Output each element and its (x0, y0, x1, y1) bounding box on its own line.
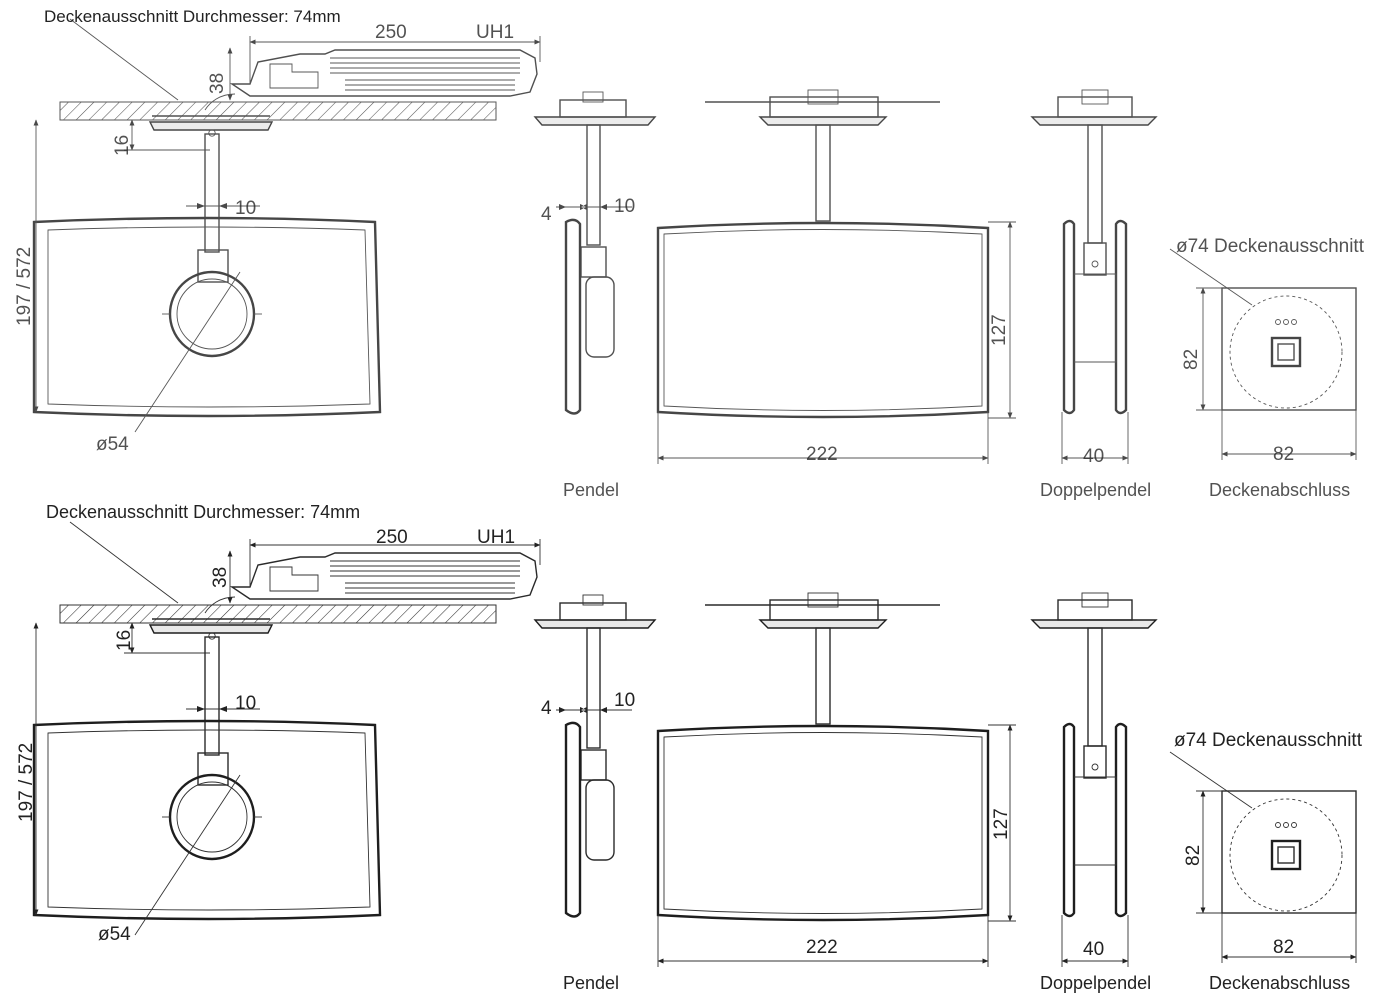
dim-10-side: 10 (614, 690, 635, 711)
cutout-dia-label: ø74 Deckenausschnitt (1174, 730, 1363, 751)
dim-dia-54: ø54 (98, 924, 131, 945)
caption-pendel: Pendel (563, 973, 619, 993)
drawing-set-top-graphics (34, 19, 1356, 464)
dim-82-vertical: 82 (1183, 845, 1204, 866)
dim-40: 40 (1083, 939, 1104, 960)
dim-82-horizontal: 82 (1273, 937, 1294, 958)
dim-height-range: 197 / 572 (14, 247, 35, 326)
caption-doppelpendel: Doppelpendel (1040, 973, 1151, 993)
dim-250: 250 (376, 527, 408, 548)
drawing-set-top: Deckenausschnitt Durchmesser: 74mm 250 U… (14, 7, 1365, 500)
dim-10-front: 10 (235, 198, 256, 219)
dim-222: 222 (806, 444, 838, 465)
dim-16: 16 (112, 135, 133, 156)
caption-deckenabschluss: Deckenabschluss (1209, 480, 1350, 500)
caption-deckenabschluss: Deckenabschluss (1209, 973, 1350, 993)
cutout-dia-label: ø74 Deckenausschnitt (1176, 236, 1365, 257)
cutout-label: Deckenausschnitt Durchmesser: 74mm (46, 502, 360, 522)
dim-82-vertical: 82 (1181, 349, 1202, 370)
dim-127: 127 (991, 808, 1012, 840)
dim-82-horizontal: 82 (1273, 444, 1294, 465)
caption-pendel: Pendel (563, 480, 619, 500)
drawing-set-bottom: Deckenausschnitt Durchmesser: 74mm 250 U… (16, 502, 1363, 993)
drawing-set-bottom-graphics (34, 522, 1356, 967)
cutout-label: Deckenausschnitt Durchmesser: 74mm (44, 7, 341, 26)
dim-10-side: 10 (614, 196, 635, 217)
dim-38: 38 (207, 73, 228, 94)
dim-4: 4 (541, 698, 552, 719)
dim-222: 222 (806, 937, 838, 958)
dim-height-range: 197 / 572 (16, 743, 37, 822)
dim-16: 16 (114, 630, 135, 651)
dim-250: 250 (375, 22, 407, 43)
dim-dia-54: ø54 (96, 434, 129, 455)
dim-10-front: 10 (235, 693, 256, 714)
caption-doppelpendel: Doppelpendel (1040, 480, 1151, 500)
dim-38: 38 (210, 567, 231, 588)
dim-40: 40 (1083, 446, 1104, 467)
dim-127: 127 (989, 314, 1010, 346)
dim-uh1: UH1 (477, 527, 515, 548)
dim-uh1: UH1 (476, 22, 514, 43)
dim-4: 4 (541, 204, 552, 225)
